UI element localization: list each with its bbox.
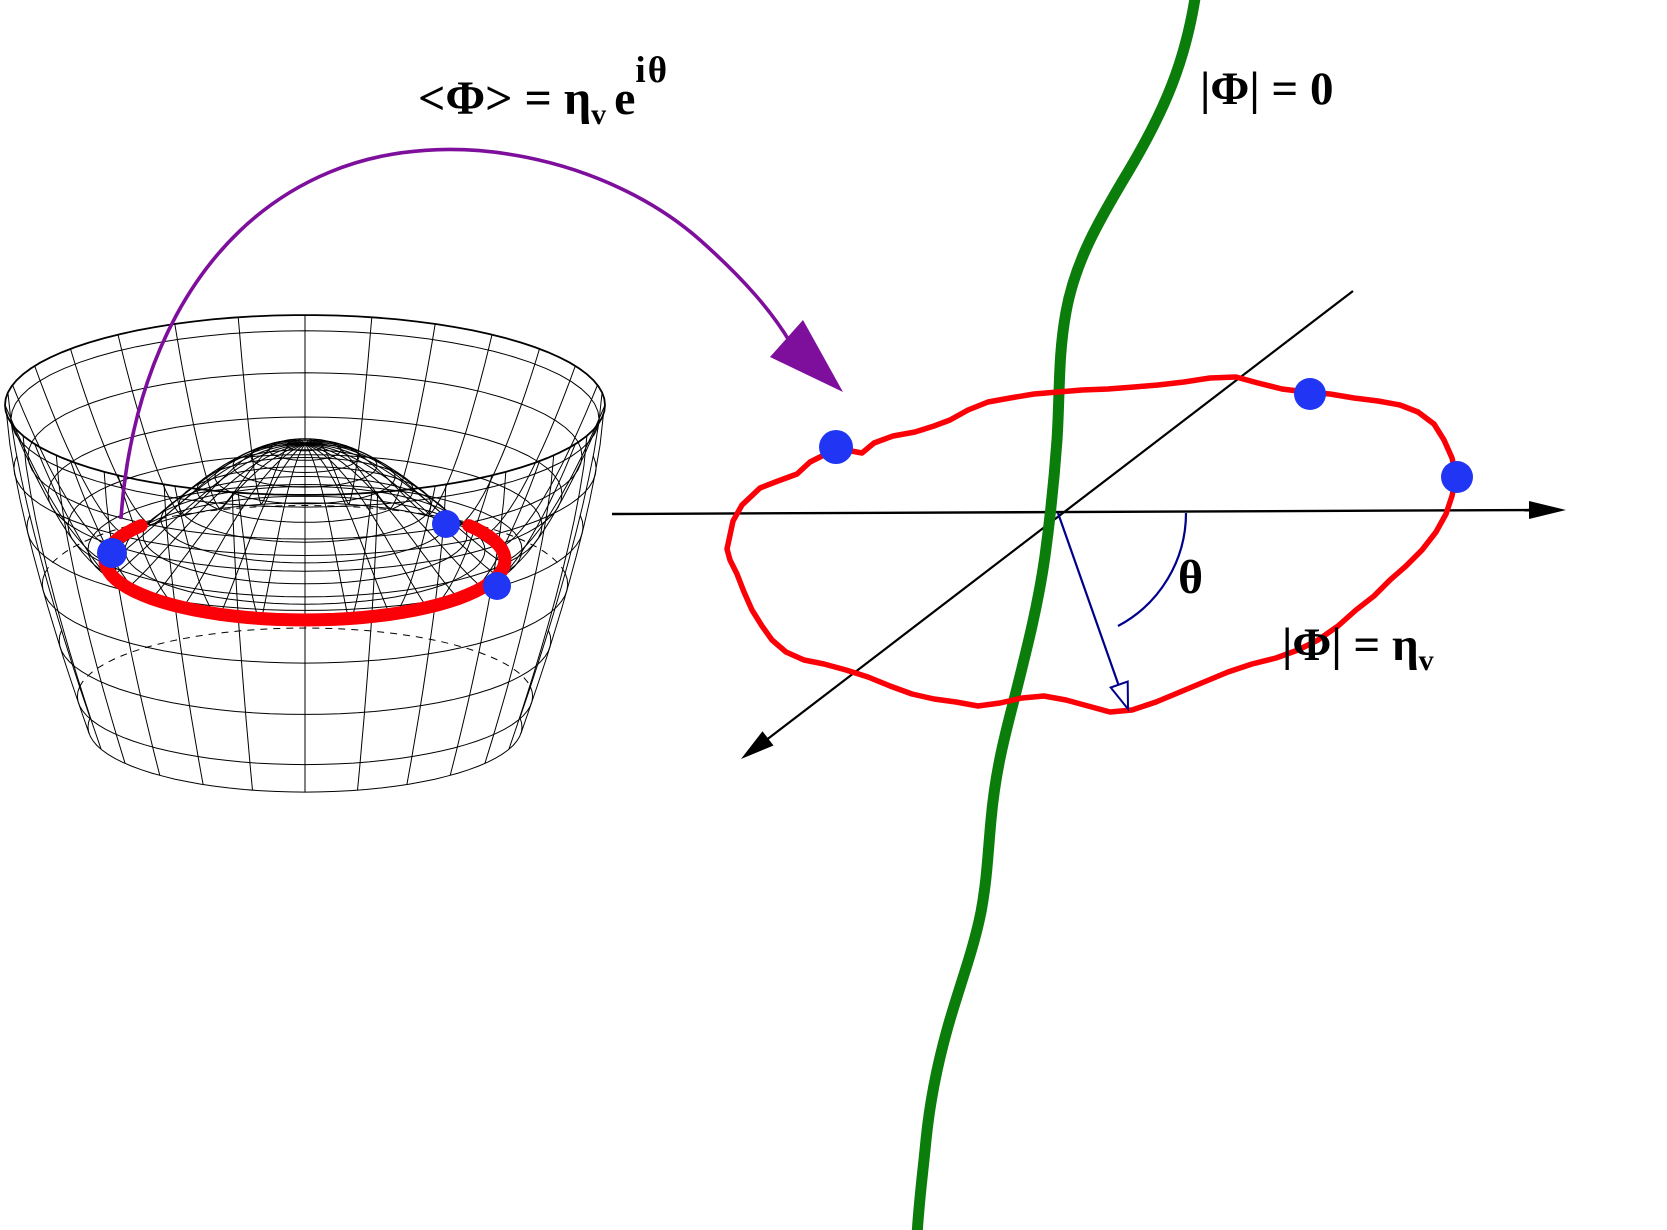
flux-contour-loop: [724, 374, 1459, 715]
loop-dots: [819, 378, 1473, 493]
cosmic-string: [911, 0, 1201, 1230]
loop-magnitude-prefix: |Φ| = η: [1282, 619, 1419, 671]
mexican-hat-potential: [4, 314, 606, 793]
string-core-label: |Φ| = 0: [1200, 63, 1334, 115]
vacuum-state-dot: [483, 572, 511, 600]
theta-angle: [1056, 512, 1188, 712]
contour-loop-curve: [724, 374, 1459, 715]
horizontal-axis: [611, 508, 1535, 516]
theta-angle-arc: [1117, 512, 1188, 627]
vacuum-state-dot: [97, 538, 127, 568]
hat-rim: [4, 314, 606, 496]
cosmic-string-curve: [911, 0, 1201, 1230]
loop-eta-subscript: v: [1418, 644, 1434, 677]
depth-axis-arrowhead-icon: [741, 731, 774, 759]
loop-magnitude-label: |Φ| = ηv: [1282, 622, 1434, 676]
vacuum-circle: [98, 519, 512, 627]
axes: [611, 290, 1566, 759]
vacuum-state-dot: [432, 510, 460, 538]
loop-phase-dot: [1441, 461, 1473, 493]
loop-phase-dot: [1294, 378, 1326, 410]
theta-radius-line: [1056, 512, 1123, 693]
mapping-arrowhead-icon: [770, 320, 843, 392]
formula-exponential-base: e: [614, 72, 636, 125]
loop-phase-dot: [819, 430, 853, 464]
valley-vacuum-band: [98, 519, 512, 627]
formula-eta-subscript: v: [591, 98, 607, 131]
horizontal-axis-arrowhead-icon: [1529, 501, 1566, 519]
mapping-arrow-curve: [119, 147, 792, 520]
formula-phase-exponent: iθ: [635, 50, 670, 91]
hat-vacuum-dots: [97, 510, 511, 600]
mapping-arrow: [119, 147, 843, 520]
theta-arrowhead-icon: [1109, 680, 1130, 712]
formula-prefix: <Φ> = η: [418, 72, 592, 125]
phase-angle-label: θ: [1178, 551, 1204, 604]
